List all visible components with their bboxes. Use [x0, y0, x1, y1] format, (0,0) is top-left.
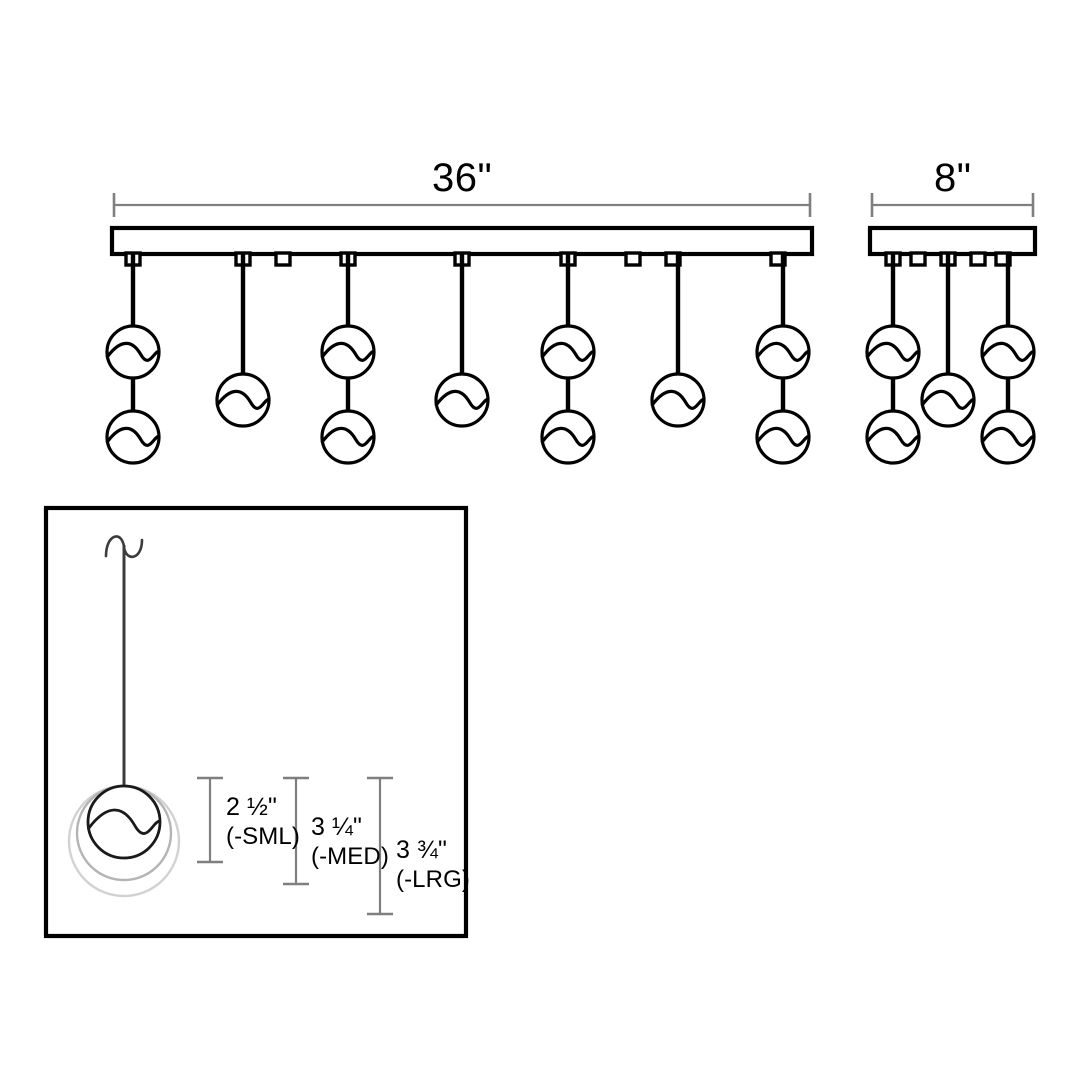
- round-8-mount-nub-2: [909, 251, 927, 267]
- linear-36-drop-3-globe-1-wave: [320, 341, 376, 362]
- detail-globe-small: [86, 784, 162, 860]
- linear-36-drop-3-globe-2: [320, 409, 376, 465]
- linear-36-drop-4-globe-1-wave: [434, 389, 490, 410]
- linear-36-drop-3-globe-1-shell: [320, 324, 376, 380]
- linear-36-drop-5-globe-1-shell: [540, 324, 596, 380]
- round-8-drop-3-globe-1-shell: [980, 324, 1036, 380]
- linear-36-drop-7-globe-2-wave: [755, 426, 811, 447]
- round-8-canopy-plate: [867, 225, 1038, 257]
- linear-36-dimension-line: [112, 193, 812, 217]
- round-8-mount-nub-4: [969, 251, 987, 267]
- size-label-small-code: (-SML): [226, 823, 300, 850]
- dimension-label-36in: 36": [432, 156, 493, 200]
- size-label-small-value: 2 ½": [226, 793, 277, 821]
- linear-36-drop-6-globe-1-shell: [650, 372, 706, 428]
- linear-36-drop-2-globe-1: [215, 372, 271, 428]
- dimension-label-8in: 8": [934, 156, 972, 200]
- size-dimension-line-medium: [283, 776, 309, 886]
- linear-36-drop-4-globe-1-shell: [434, 372, 490, 428]
- round-8-drop-1-globe-2-shell: [865, 409, 921, 465]
- size-label-medium: 3 ¼" (-MED): [311, 815, 389, 869]
- size-dimension-line-large: [367, 776, 393, 916]
- round-8-drop-3-globe-2: [980, 409, 1036, 465]
- linear-36-mount-nub-3: [274, 251, 292, 267]
- round-8-drop-3-globe-1-wave: [980, 341, 1036, 362]
- detail-globe-small-wave: [87, 808, 161, 835]
- linear-36-drop-1-globe-2-shell: [105, 409, 161, 465]
- round-8-drop-1-globe-2: [865, 409, 921, 465]
- round-8-drop-3-globe-2-wave: [980, 426, 1036, 447]
- round-8-drop-3-globe-1: [980, 324, 1036, 380]
- round-8-drop-2-globe-1-wave: [920, 389, 976, 410]
- round-8-drop-3-globe-2-shell: [980, 409, 1036, 465]
- linear-36-drop-5-globe-1: [540, 324, 596, 380]
- size-label-small: 2 ½" (-SML): [226, 795, 300, 849]
- size-dimension-line-small: [197, 776, 223, 864]
- round-8-drop-1-globe-1: [865, 324, 921, 380]
- linear-36-drop-1-globe-1: [105, 324, 161, 380]
- size-label-medium-value: 3 ¼": [311, 813, 362, 841]
- linear-36-drop-3-globe-2-wave: [320, 426, 376, 447]
- round-8-drop-1-globe-1-shell: [865, 324, 921, 380]
- linear-36-drop-6-globe-1: [650, 372, 706, 428]
- linear-36-mount-nub-7: [624, 251, 642, 267]
- linear-36-drop-1-globe-2-wave: [105, 426, 161, 447]
- detail-globe-small-shell: [86, 784, 162, 860]
- round-8-dimension-line: [870, 193, 1035, 217]
- linear-36-drop-7-globe-1-wave: [755, 341, 811, 362]
- size-label-large: 3 ¾" (-LRG): [396, 838, 470, 892]
- linear-36-drop-7-globe-2-shell: [755, 409, 811, 465]
- round-8-drop-2-globe-1-shell: [920, 372, 976, 428]
- linear-36-drop-3-globe-2-shell: [320, 409, 376, 465]
- linear-36-drop-2-globe-1-wave: [215, 389, 271, 410]
- detail-box-frame: [43, 505, 469, 939]
- round-8-drop-1-globe-1-wave: [865, 341, 921, 362]
- linear-36-drop-5-globe-2-shell: [540, 409, 596, 465]
- size-label-large-value: 3 ¾": [396, 836, 447, 864]
- linear-36-drop-1-globe-2: [105, 409, 161, 465]
- size-label-large-code: (-LRG): [396, 866, 470, 893]
- linear-36-drop-4-globe-1: [434, 372, 490, 428]
- linear-36-drop-5-globe-2: [540, 409, 596, 465]
- linear-36-canopy-plate: [109, 225, 815, 257]
- linear-36-drop-1-globe-1-wave: [105, 341, 161, 362]
- round-8-drop-1-globe-2-wave: [865, 426, 921, 447]
- linear-36-drop-3-globe-1: [320, 324, 376, 380]
- linear-36-drop-2-globe-1-shell: [215, 372, 271, 428]
- round-8-drop-2-globe-1: [920, 372, 976, 428]
- size-label-medium-code: (-MED): [311, 843, 389, 870]
- linear-36-drop-6-globe-1-wave: [650, 389, 706, 410]
- linear-36-drop-1-globe-1-shell: [105, 324, 161, 380]
- linear-36-drop-7-globe-1-shell: [755, 324, 811, 380]
- linear-36-drop-7-globe-2: [755, 409, 811, 465]
- linear-36-drop-5-globe-2-wave: [540, 426, 596, 447]
- linear-36-drop-5-globe-1-wave: [540, 341, 596, 362]
- linear-36-drop-7-globe-1: [755, 324, 811, 380]
